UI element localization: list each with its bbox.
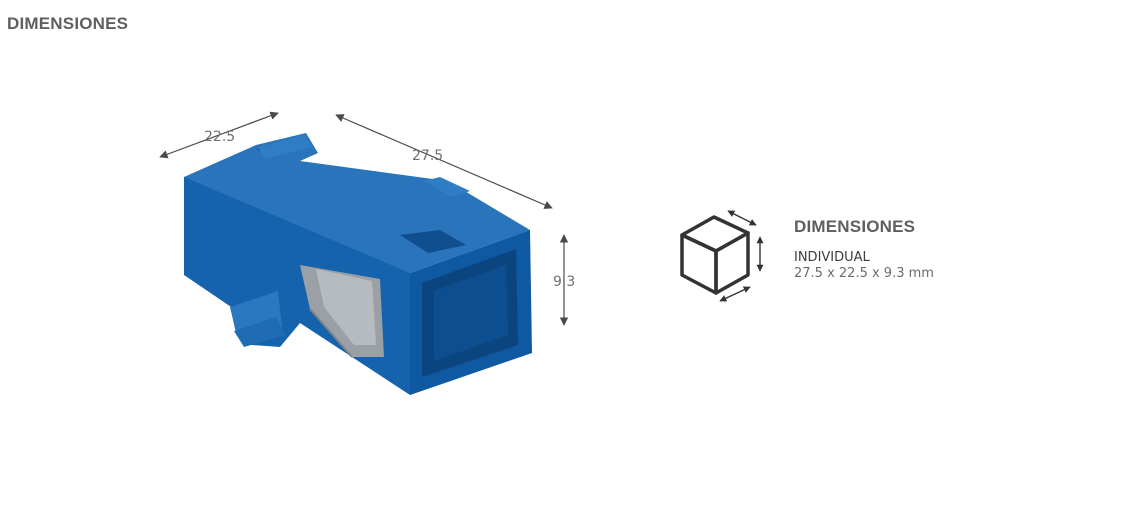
length-label: 27.5 <box>412 148 443 164</box>
dimensions-value: 27.5 x 22.5 x 9.3 mm <box>794 266 934 281</box>
adapter-right-tab <box>424 177 470 197</box>
adapter-top-rear-tab <box>258 135 312 159</box>
dimensions-type-label: INDIVIDUAL <box>794 250 870 265</box>
metal-clip-edge <box>309 308 353 358</box>
adapter-side-flange-lower <box>234 317 286 347</box>
adapter-top-window <box>400 230 466 253</box>
dimensions-title: DIMENSIONES <box>794 217 916 236</box>
width-label: 22.5 <box>204 129 235 145</box>
sc-adapter-illustration: 22.5 27.5 9.3 <box>159 111 575 395</box>
cube-dimensions-icon <box>680 210 764 302</box>
width-arrow <box>159 111 279 159</box>
cube-icon <box>672 205 772 305</box>
metal-clip-shade <box>316 269 376 345</box>
product-image: 22.5 27.5 9.3 <box>140 95 600 415</box>
dimensions-info: DIMENSIONES INDIVIDUAL 27.5 x 22.5 x 9.3… <box>794 217 1094 282</box>
height-label: 9.3 <box>553 274 575 290</box>
length-arrow <box>335 114 553 209</box>
adapter-front-port-inner <box>434 265 508 361</box>
page-title: DIMENSIONES <box>7 14 129 33</box>
